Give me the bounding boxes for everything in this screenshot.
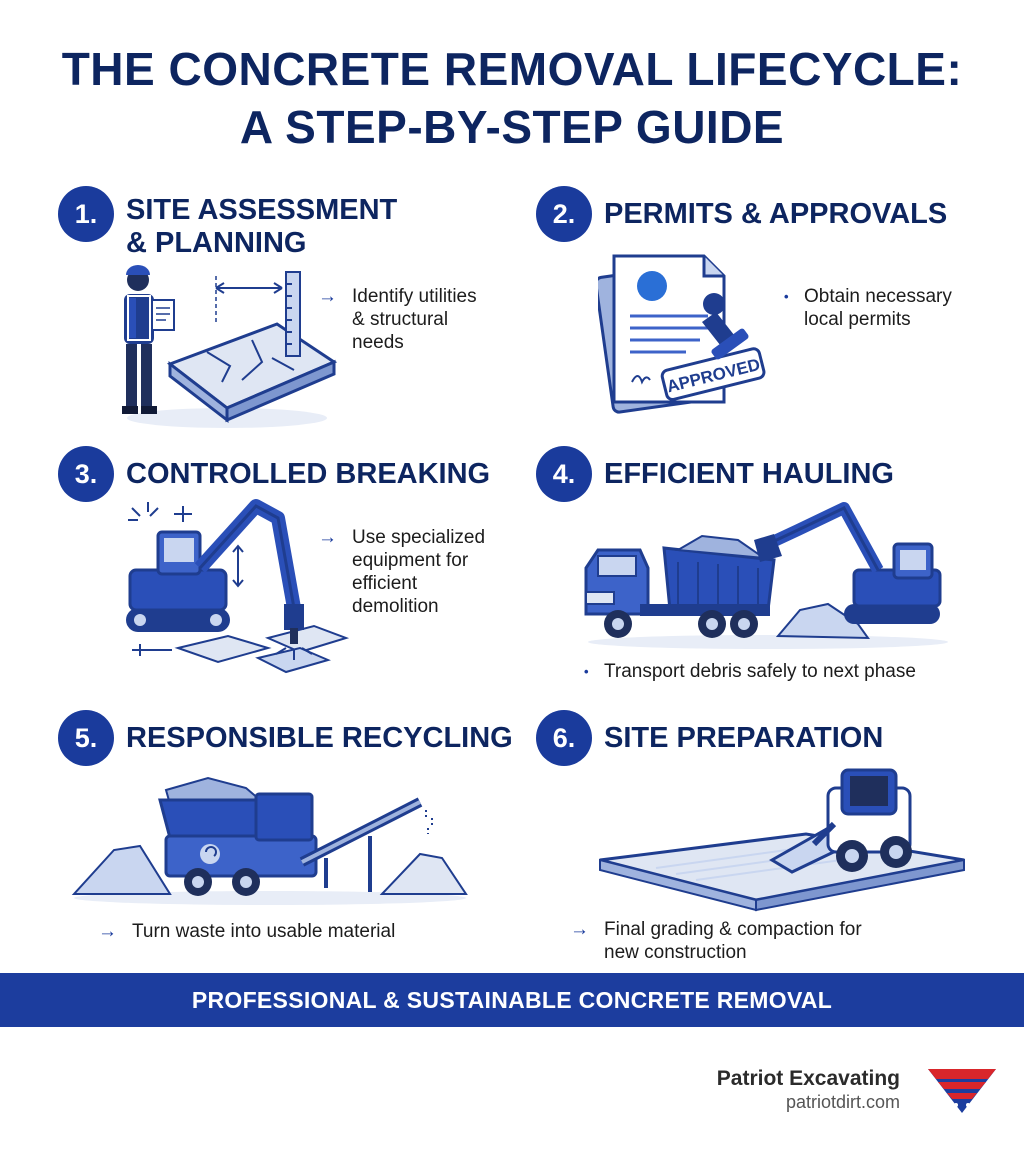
arrow-right-icon: → xyxy=(98,921,117,942)
step-number-badge: 3. xyxy=(58,446,114,502)
brand-name: Patriot Excavating xyxy=(716,1067,900,1090)
step-title: CONTROLLED BREAKING xyxy=(126,458,491,490)
step-title: PERMITS & APPROVALS xyxy=(604,198,948,230)
patriot-shield-logo-icon xyxy=(928,1069,996,1113)
step-title: SITE ASSESSMENT & PLANNING xyxy=(126,194,397,260)
step-number-badge: 1. xyxy=(58,186,114,242)
step-note: → Turn waste into usable material xyxy=(98,921,396,942)
step-number-badge: 5. xyxy=(58,710,114,766)
step-title-line: & PLANNING xyxy=(126,227,307,259)
arrow-right-icon: → xyxy=(318,286,337,307)
title-line-2: A STEP-BY-STEP GUIDE xyxy=(239,101,785,153)
step-note: → Final grading & compaction for new con… xyxy=(570,919,862,963)
step-number-badge: 2. xyxy=(536,186,592,242)
step-title: RESPONSIBLE RECYCLING xyxy=(126,722,513,754)
brand-url: patriotdirt.com xyxy=(785,1092,900,1112)
bullet-icon: • xyxy=(784,289,789,304)
step-title: EFFICIENT HAULING xyxy=(604,458,894,490)
arrow-right-icon: → xyxy=(570,919,589,940)
dump-truck-hauling-illustration xyxy=(584,502,948,649)
recycling-crusher-illustration xyxy=(71,776,468,905)
step-note: • Transport debris safely to next phase xyxy=(584,661,916,682)
step-number-badge: 4. xyxy=(536,446,592,502)
page-title: THE CONCRETE REMOVAL LIFECYCLE: A STEP-B… xyxy=(0,40,1024,156)
step-note: → Identify utilities & structural needs xyxy=(318,286,477,353)
skid-steer-grading-illustration xyxy=(599,768,965,912)
step-title: SITE PREPARATION xyxy=(604,722,884,754)
step-note: • Obtain necessary local permits xyxy=(784,286,952,330)
title-line-1: THE CONCRETE REMOVAL LIFECYCLE: xyxy=(61,43,963,95)
step-note: → Use specialized equipment for efficien… xyxy=(318,527,486,617)
brand-block: Patriot Excavating patriotdirt.com xyxy=(717,1066,900,1113)
arrow-right-icon: → xyxy=(318,527,337,548)
site-assessment-illustration xyxy=(122,265,338,428)
permit-document-illustration: APPROVED xyxy=(598,254,766,414)
footer-banner: PROFESSIONAL & SUSTAINABLE CONCRETE REMO… xyxy=(0,973,1024,1027)
step-number-badge: 6. xyxy=(536,710,592,766)
step-title-line: SITE ASSESSMENT xyxy=(126,194,398,226)
excavator-breaker-illustration xyxy=(126,499,350,674)
bullet-icon: • xyxy=(584,664,589,679)
